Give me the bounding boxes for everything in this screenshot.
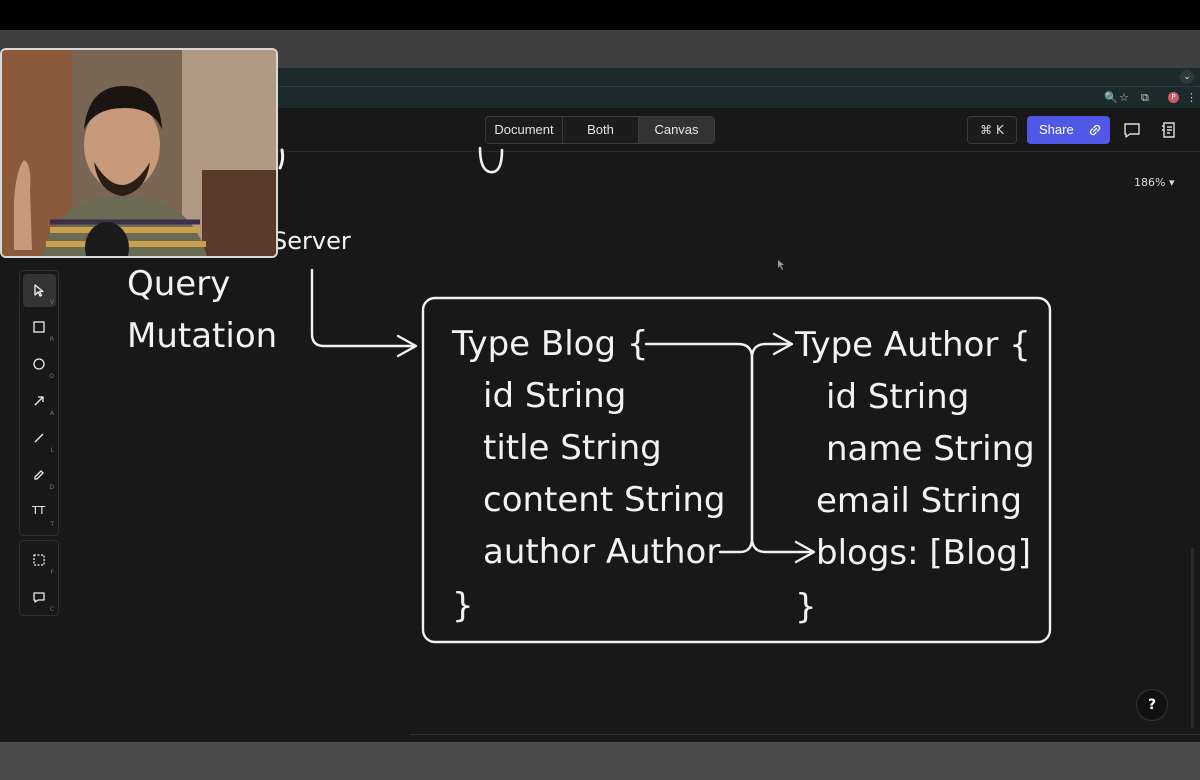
extensions-icon[interactable]: ⧉ [1141, 91, 1149, 104]
schema-box [421, 296, 1052, 644]
view-mode-toggle: Document Both Canvas [485, 116, 715, 144]
ellipse-tool-button[interactable]: O [23, 348, 56, 381]
diagram-canvas[interactable]: Server Query Mutation Type Blog { id Str… [0, 108, 1200, 742]
server-label: Server [272, 227, 351, 255]
line-icon [34, 433, 44, 443]
author-field-blogs: blogs: [Blog] [816, 533, 1031, 573]
profile-avatar[interactable]: P [1168, 92, 1179, 103]
select-tool-button[interactable]: V [23, 274, 56, 307]
author-to-type-arrow [718, 342, 792, 554]
frame-dashed-icon [33, 554, 45, 566]
author-field-name: name String [826, 429, 1035, 469]
blog-field-author: author Author [483, 532, 720, 572]
blog-field-title: title String [483, 428, 662, 468]
draw-tool-button[interactable]: D [23, 459, 56, 492]
rectangle-tool-button[interactable]: R [23, 311, 56, 344]
cursor-arrow-icon [34, 284, 44, 297]
zoom-level-value: 186% [1134, 176, 1166, 189]
tool-palette: V R O A L D TT T [19, 270, 59, 536]
arrow-icon [34, 396, 44, 406]
view-canvas-button[interactable]: Canvas [639, 117, 714, 143]
arrow-tool-button[interactable]: A [23, 385, 56, 418]
text-tool-button[interactable]: TT T [32, 504, 54, 528]
zoom-level-dropdown[interactable]: 186% ▾ [1134, 176, 1175, 189]
view-both-button[interactable]: Both [563, 117, 639, 143]
blog-to-blogs-arrow [644, 342, 814, 554]
horizontal-scrollbar[interactable] [410, 734, 1200, 738]
blog-field-id: id String [483, 376, 626, 416]
sketch-fragment-top [478, 146, 504, 174]
tool-palette-secondary: F C [19, 540, 59, 616]
browser-toolbar: 🔍 ☆ ⧉ P ⋮ [0, 86, 1200, 108]
mutation-label: Mutation [127, 316, 277, 356]
author-type-close: } [795, 587, 817, 627]
query-label: Query [127, 264, 230, 304]
screen-top-bezel [0, 0, 1200, 30]
author-type-header: Type Author { [794, 325, 1031, 365]
app-header: Document Both Canvas ⌘ K Share [0, 108, 1200, 152]
author-field-id: id String [826, 377, 969, 417]
mouse-cursor-icon [778, 260, 784, 270]
tab-search-chevron-icon[interactable]: ⌄ [1180, 70, 1194, 84]
server-arrowhead [396, 334, 418, 358]
vertical-scrollbar[interactable] [1191, 548, 1194, 728]
browser-tabstrip: ⌄ [0, 68, 1200, 86]
bookmark-star-icon[interactable]: ☆ [1119, 91, 1129, 104]
circle-icon [33, 358, 45, 370]
text-icon: TT [32, 504, 46, 517]
zoom-icon[interactable]: 🔍 [1104, 91, 1118, 104]
browser-menu-icon[interactable]: ⋮ [1186, 91, 1197, 104]
webcam-overlay [0, 48, 278, 258]
sketch-fragment-left [278, 148, 285, 170]
line-tool-button[interactable]: L [23, 422, 56, 455]
link-icon[interactable] [1086, 121, 1104, 139]
screen-bottom-bezel [0, 742, 1200, 780]
document-outline-icon[interactable] [1159, 120, 1179, 140]
comment-tool-button[interactable]: C [23, 581, 56, 614]
view-document-button[interactable]: Document [486, 117, 563, 143]
share-button[interactable]: Share [1027, 116, 1110, 144]
blogs-arrowhead [794, 540, 816, 564]
help-button[interactable]: ? [1136, 689, 1168, 721]
presenter-video-image [2, 50, 276, 256]
frame-tool-button[interactable]: F [23, 544, 56, 577]
author-type-arrowhead [772, 332, 794, 356]
blog-field-content: content String [483, 480, 725, 520]
server-to-schema-arrow [310, 268, 416, 348]
square-icon [33, 321, 45, 333]
author-field-email: email String [816, 481, 1022, 521]
comment-icon [33, 592, 45, 603]
command-palette-button[interactable]: ⌘ K [967, 116, 1017, 144]
blog-type-close: } [452, 586, 474, 626]
share-label: Share [1039, 122, 1074, 137]
blog-type-header: Type Blog { [451, 324, 649, 364]
comments-icon[interactable] [1122, 120, 1142, 140]
pencil-icon [34, 470, 44, 480]
